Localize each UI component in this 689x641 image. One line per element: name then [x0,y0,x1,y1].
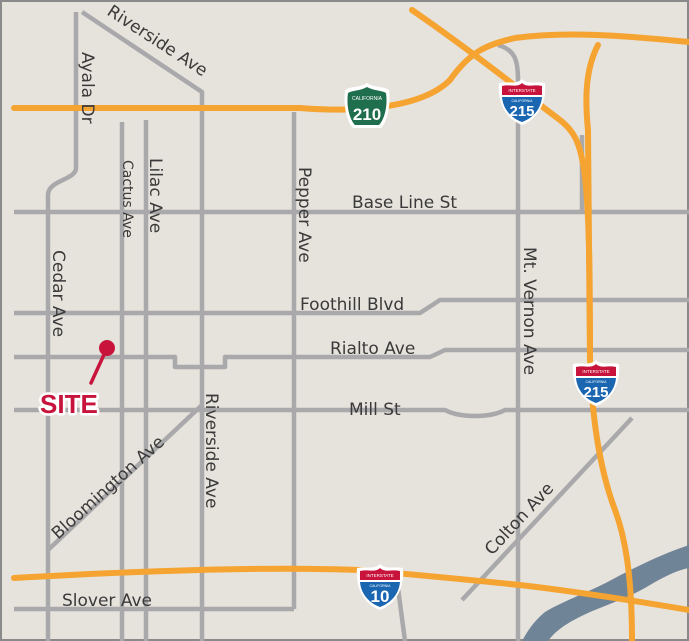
street-riverside-ave [80,10,205,641]
label-cedar-ave: Cedar Ave [48,250,68,337]
street-rialto-ave [14,347,689,370]
label-base-line-st: Base Line St [352,193,457,213]
street-bloomington-ave [46,403,204,552]
california-state-route-shield-icon: CALIFORNIA 210 [344,83,390,128]
i215n-top: INTERSTATE [508,88,535,93]
interstate-shield-icon: INTERSTATE CALIFORNIA 215 [498,79,546,125]
i215s-top: INTERSTATE [582,369,609,374]
site-label: SITE [40,389,98,419]
label-mt-vernon-ave: Mt. Vernon Ave [519,247,539,375]
interstate-shield-icon: INTERSTATE CALIFORNIA 215 [572,360,620,406]
label-pepper-ave: Pepper Ave [294,167,314,263]
street-mt-vernon-ave [497,42,521,641]
label-rialto-ave: Rialto Ave [330,339,415,359]
location-pin-icon [89,340,115,385]
i10-top: INTERSTATE [366,573,393,578]
i215n-sub: CALIFORNIA [511,99,533,103]
label-ayala-dr: Ayala Dr [77,52,97,124]
i215n-number: 215 [509,103,534,120]
interstate-shield-icon: INTERSTATE CALIFORNIA 10 [356,564,404,610]
street-lower-connector [395,587,408,641]
label-mill-st: Mill St [349,400,401,420]
label-lilac-ave: Lilac Ave [145,158,165,233]
ca210-number: 210 [353,105,381,124]
label-slover-ave: Slover Ave [62,591,152,611]
i215s-sub: CALIFORNIA [585,380,607,384]
street-mill-st [14,407,689,419]
river [522,545,689,641]
street-ayala-dr [45,12,79,641]
label-riverside-ave-south: Riverside Ave [201,393,221,508]
i10-number: 10 [371,587,390,606]
label-cactus-ave: Cactus Ave [119,160,135,238]
street-foothill-blvd [14,297,689,316]
i215s-number: 215 [583,384,608,401]
i10-sub: CALIFORNIA [369,584,391,588]
freeway-i-10 [11,565,689,613]
label-foothill-blvd: Foothill Blvd [300,295,404,315]
street-network [14,10,689,641]
street-colton-ave [460,416,634,602]
freeway-i-215 [583,42,635,641]
ca210-top: CALIFORNIA [352,96,383,102]
